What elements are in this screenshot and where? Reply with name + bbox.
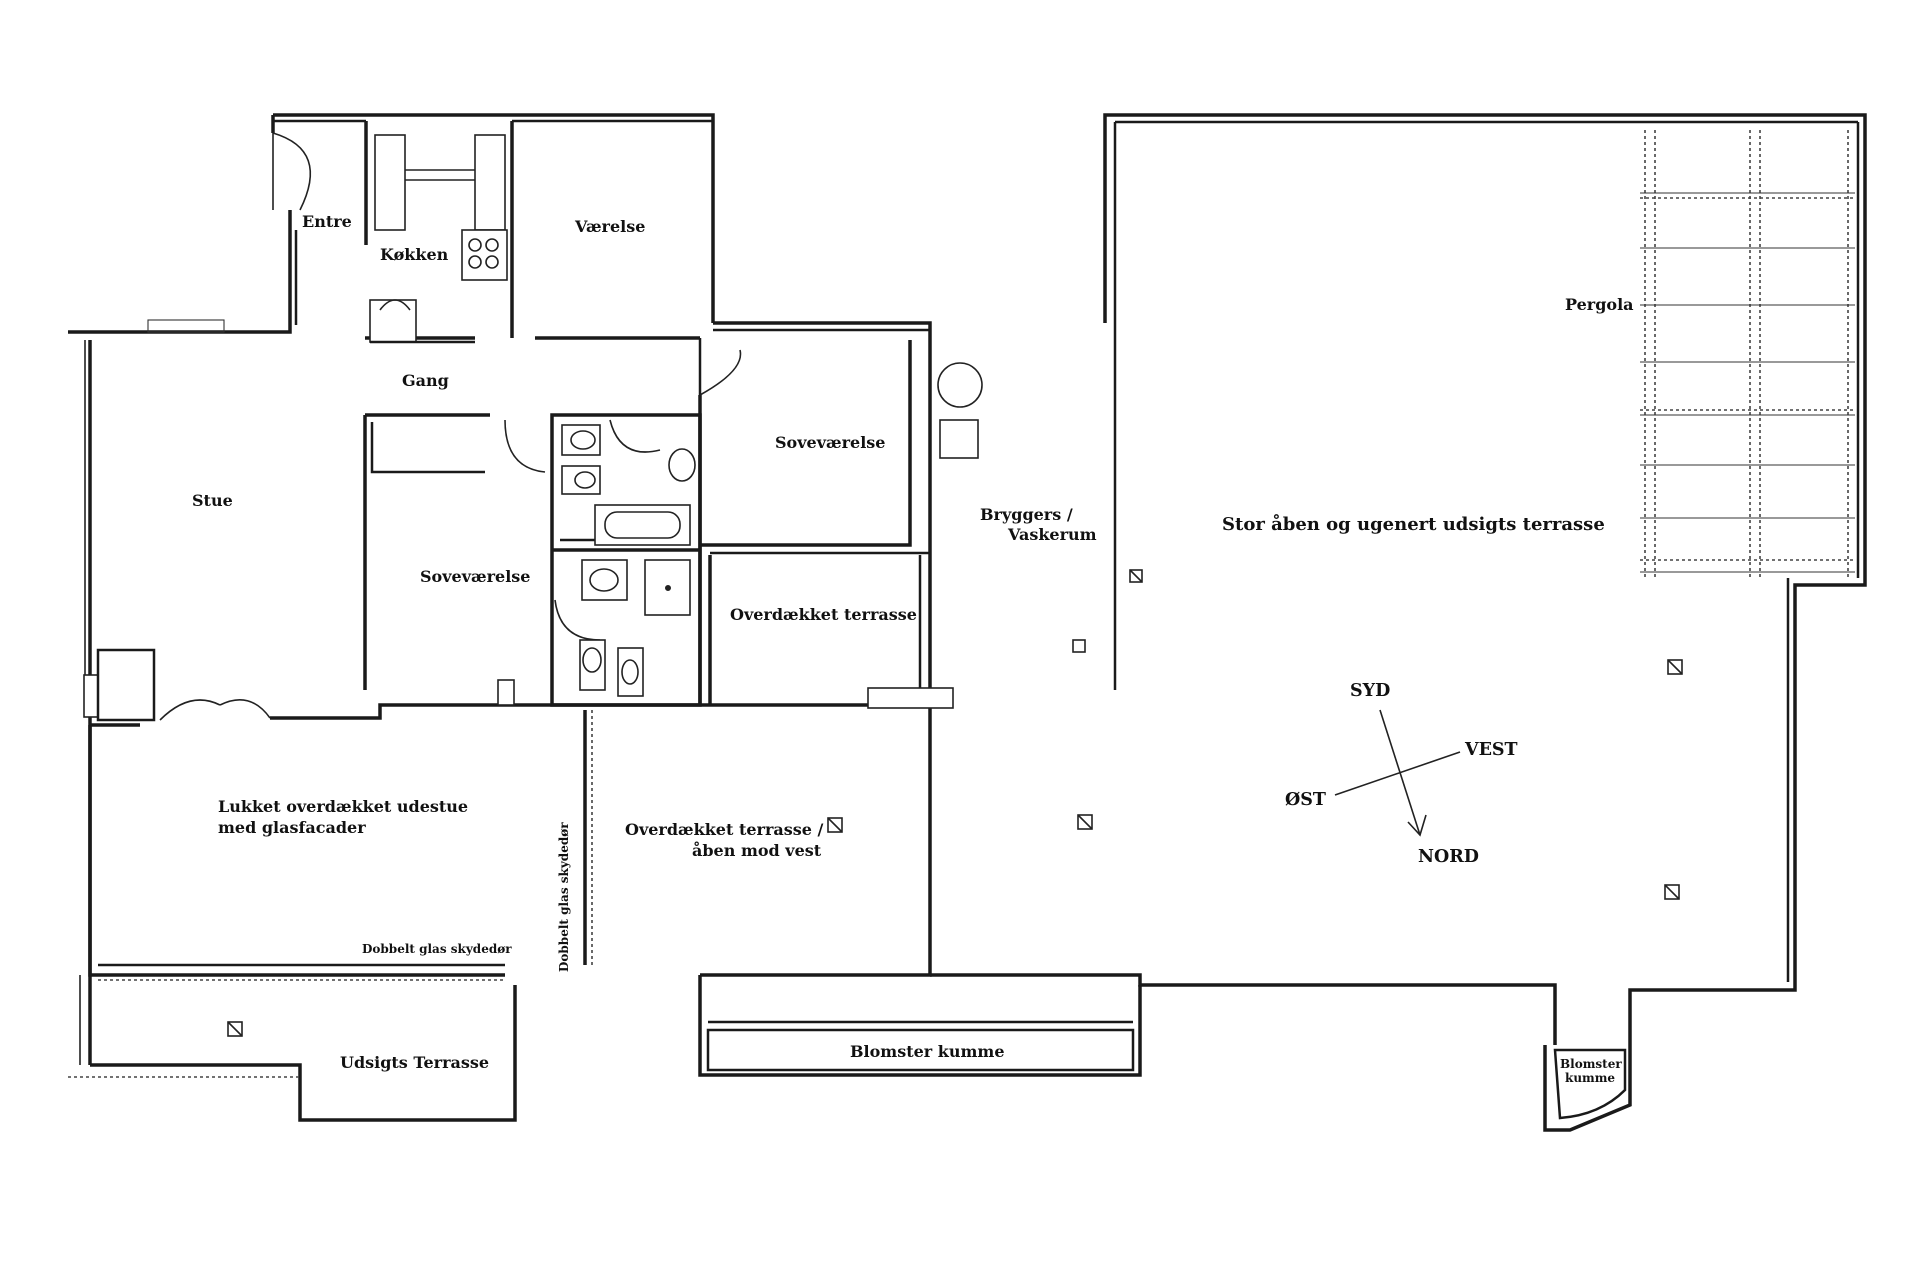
label-blomster-kumme-small-1: Blomster: [1560, 1057, 1622, 1071]
bryggers-fixtures: [937, 362, 1143, 653]
label-kokken: Køkken: [380, 245, 449, 264]
compass-vest: VEST: [1464, 740, 1518, 760]
label-pergola: Pergola: [1565, 295, 1634, 314]
room-labels: Entre Køkken Værelse Gang Stue Soveværel…: [192, 212, 1634, 1085]
label-stor-terrasse: Stor åben og ugenert udsigts terrasse: [1222, 512, 1605, 535]
label-entre: Entre: [302, 212, 352, 231]
label-blomster-kumme: Blomster kumme: [850, 1042, 1005, 1061]
label-udestue-1: Lukket overdækket udestue: [218, 797, 468, 816]
label-overdaekket-terrasse: Overdækket terrasse: [730, 605, 917, 624]
label-blomster-kumme-small-2: kumme: [1565, 1071, 1615, 1085]
big-terrace-walls: [698, 113, 1867, 1132]
compass-syd: SYD: [1350, 681, 1390, 701]
kitchen-fixtures: [369, 134, 508, 344]
label-terrasse-vest-1: Overdækket terrasse /: [625, 820, 824, 839]
label-bryggers-2: Vaskerum: [1007, 525, 1097, 544]
label-udsigts-terrasse: Udsigts Terrasse: [340, 1053, 489, 1072]
compass: SYD VEST ØST NORD: [1285, 681, 1518, 867]
label-stue: Stue: [192, 491, 233, 510]
label-gang: Gang: [402, 371, 449, 390]
label-dobbelt-glas-skydedor-v: Dobbelt glas skydedør: [557, 822, 571, 972]
label-dobbelt-glas-skydedor-h: Dobbelt glas skydedør: [362, 942, 512, 956]
pergola-grid: [1640, 130, 1855, 580]
label-sovevaerelse-2: Soveværelse: [420, 567, 530, 586]
bath-fixtures: [497, 424, 696, 706]
apartment-walls: [68, 113, 954, 1122]
label-udestue-2: med glasfacader: [218, 818, 366, 837]
drain-icons: [227, 659, 1683, 1037]
label-sovevaerelse-1: Soveværelse: [775, 433, 885, 452]
label-terrasse-vest-2: åben mod vest: [692, 840, 822, 860]
compass-nord: NORD: [1418, 847, 1479, 867]
label-vaerelse: Værelse: [574, 217, 645, 236]
compass-ost: ØST: [1285, 790, 1326, 810]
label-bryggers-1: Bryggers /: [980, 505, 1073, 524]
